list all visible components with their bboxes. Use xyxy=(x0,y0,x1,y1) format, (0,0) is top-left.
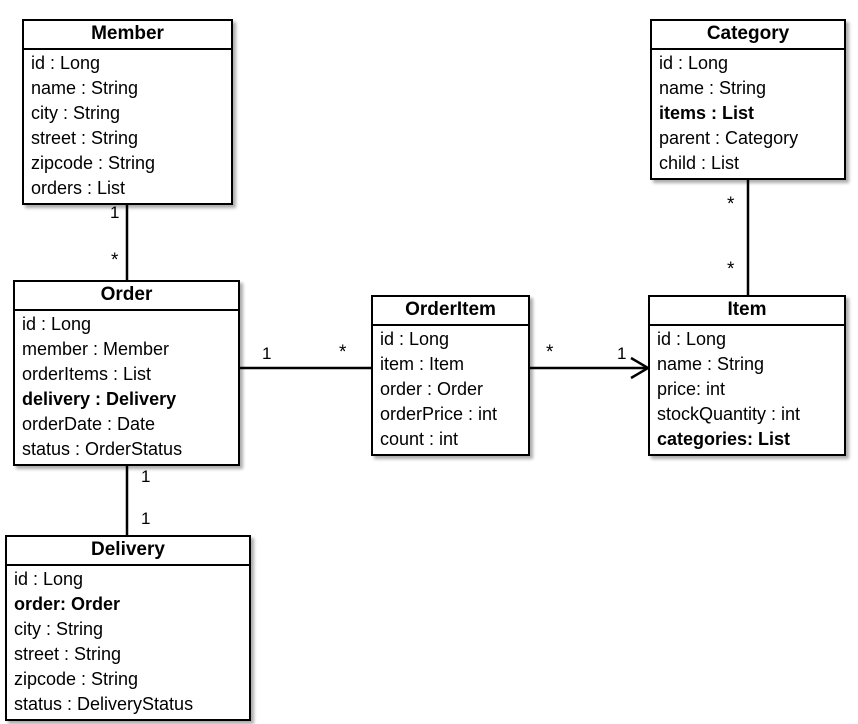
uml-class-category[interactable]: Category id : Long name : String items :… xyxy=(650,19,846,180)
attribute-row: status : OrderStatus xyxy=(22,439,183,459)
attribute-row: zipcode : String xyxy=(14,669,139,689)
attribute-row: city : String xyxy=(31,103,121,123)
attribute-row: id : Long xyxy=(14,569,84,589)
multiplicity-orderitem-item-source: * xyxy=(546,342,554,363)
attribute-list-category: id : Long name : String items : List par… xyxy=(652,50,844,178)
attribute-row: price: int xyxy=(657,379,726,399)
attribute-row: city : String xyxy=(14,619,104,639)
multiplicity-member-order-target: * xyxy=(111,250,119,271)
attribute-row: count : int xyxy=(380,429,459,449)
attribute-row: orderDate : Date xyxy=(22,414,156,434)
attribute-row: id : Long xyxy=(380,329,450,349)
multiplicity-order-orderitem-source: 1 xyxy=(262,344,272,363)
attribute-list-orderitem: id : Long item : Item order : Order orde… xyxy=(373,326,528,454)
multiplicity-order-orderitem-target: * xyxy=(339,342,347,363)
attribute-list-member: id : Long name : String city : String st… xyxy=(24,50,231,203)
attribute-row: name : String xyxy=(657,354,765,374)
uml-class-order[interactable]: Order id : Long member : Member orderIte… xyxy=(13,280,240,466)
class-name-orderitem: OrderItem xyxy=(373,297,528,326)
attribute-row: stockQuantity : int xyxy=(657,404,801,424)
uml-class-orderitem[interactable]: OrderItem id : Long item : Item order : … xyxy=(371,295,530,456)
attribute-list-delivery: id : Long order: Order city : String str… xyxy=(7,566,249,719)
attribute-row: street : String xyxy=(14,644,122,664)
attribute-row: zipcode : String xyxy=(31,153,156,173)
attribute-row: delivery : Delivery xyxy=(22,389,177,409)
multiplicity-orderitem-item-target: 1 xyxy=(617,344,627,363)
attribute-row: orderPrice : int xyxy=(380,404,498,424)
attribute-row: orderItems : List xyxy=(22,364,152,384)
multiplicity-order-delivery-target: 1 xyxy=(141,509,151,528)
attribute-row: item : Item xyxy=(380,354,465,374)
multiplicity-category-item-source: * xyxy=(727,194,735,215)
attribute-row: order : Order xyxy=(380,379,484,399)
attribute-row: order: Order xyxy=(14,594,121,614)
attribute-row: items : List xyxy=(659,103,755,123)
attribute-row: categories: List xyxy=(657,429,791,449)
attribute-row: member : Member xyxy=(22,339,170,359)
attribute-row: child : List xyxy=(659,153,740,173)
uml-class-delivery[interactable]: Delivery id : Long order: Order city : S… xyxy=(5,535,251,721)
attribute-row: name : String xyxy=(659,78,767,98)
attribute-row: id : Long xyxy=(22,314,92,334)
attribute-row: name : String xyxy=(31,78,139,98)
class-name-order: Order xyxy=(15,282,238,311)
attribute-list-item: id : Long name : String price: int stock… xyxy=(650,326,844,454)
attribute-row: parent : Category xyxy=(659,128,799,148)
attribute-row: id : Long xyxy=(31,53,101,73)
attribute-row: orders : List xyxy=(31,178,126,198)
attribute-row: status : DeliveryStatus xyxy=(14,694,194,714)
attribute-row: id : Long xyxy=(659,53,729,73)
attribute-row: street : String xyxy=(31,128,139,148)
class-name-item: Item xyxy=(650,297,844,326)
multiplicity-category-item-target: * xyxy=(727,259,735,280)
class-name-category: Category xyxy=(652,21,844,50)
multiplicity-order-delivery-source: 1 xyxy=(141,467,151,486)
class-name-member: Member xyxy=(24,21,231,50)
attribute-row: id : Long xyxy=(657,329,727,349)
attribute-list-order: id : Long member : Member orderItems : L… xyxy=(15,311,238,464)
uml-class-item[interactable]: Item id : Long name : String price: int … xyxy=(648,295,846,456)
uml-class-member[interactable]: Member id : Long name : String city : St… xyxy=(22,19,233,205)
arrowhead-open-item xyxy=(630,356,651,380)
multiplicity-member-order-source: 1 xyxy=(110,203,120,222)
class-name-delivery: Delivery xyxy=(7,537,249,566)
